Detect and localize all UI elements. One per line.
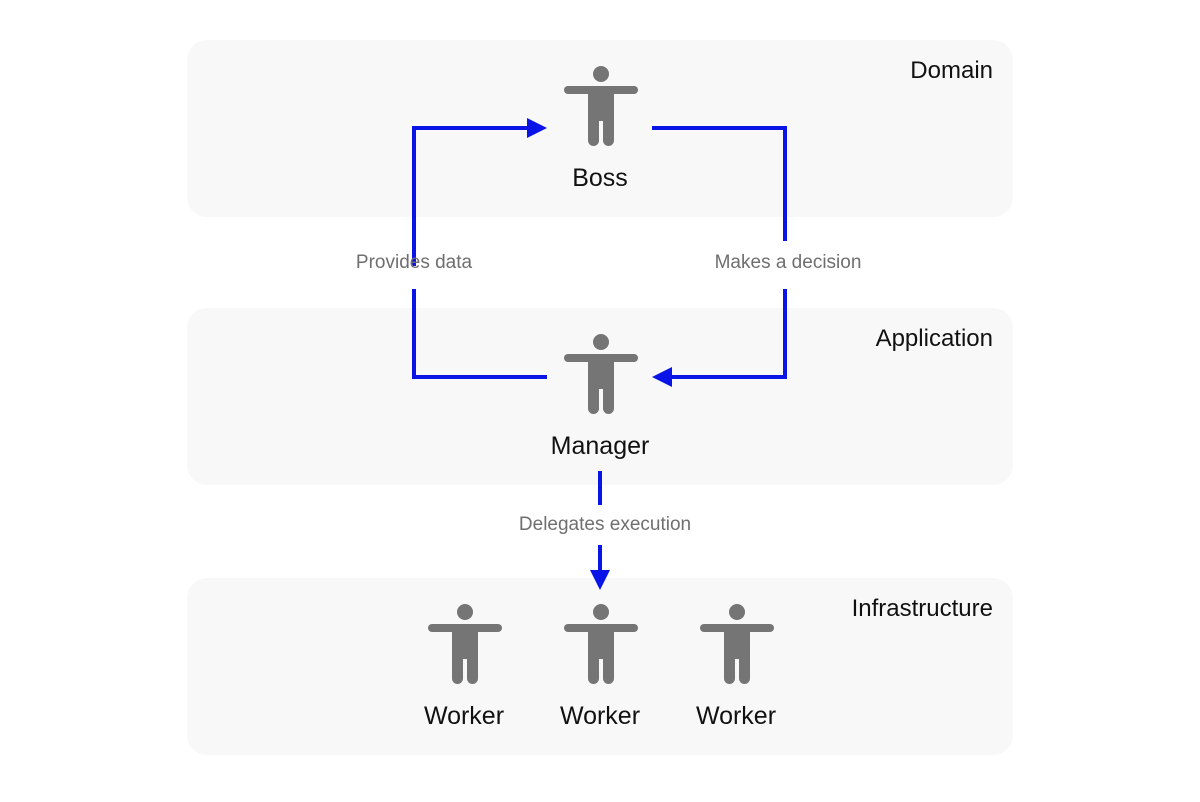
provides-data-source-line [412, 289, 547, 379]
manager-label: Manager [550, 432, 650, 460]
manager-person-icon [564, 334, 638, 414]
worker-label: Worker [559, 702, 641, 730]
delegates-execution-label: Delegates execution [518, 514, 692, 535]
worker-label: Worker [695, 702, 777, 730]
worker-person-icon [428, 604, 502, 684]
makes-decision-arrowhead [652, 367, 672, 387]
worker-person-icon [564, 604, 638, 684]
makes-decision-source-line [652, 126, 787, 241]
domain-layer-title: Domain [910, 57, 993, 84]
provides-data-label: Provides data [355, 252, 473, 273]
makes-decision-label: Makes a decision [714, 252, 862, 273]
worker-person-icon [700, 604, 774, 684]
boss-person-icon [564, 66, 638, 146]
worker-label: Worker [423, 702, 505, 730]
provides-data-arrowhead [527, 118, 547, 138]
provides-data-arrow-line [412, 126, 530, 266]
delegates-execution-arrowhead [590, 570, 610, 590]
makes-decision-arrow-line [670, 289, 787, 379]
infrastructure-layer-title: Infrastructure [851, 595, 993, 622]
boss-label: Boss [572, 164, 628, 192]
application-layer-title: Application [875, 325, 993, 352]
